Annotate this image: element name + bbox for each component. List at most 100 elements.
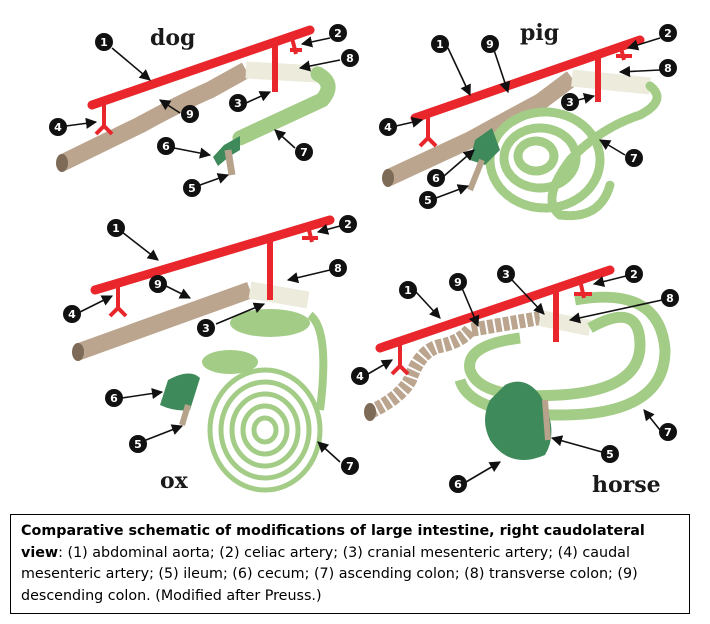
callout-circle	[625, 149, 643, 167]
callout-circle	[625, 265, 643, 283]
callout-badge-5: 5	[129, 435, 147, 453]
callout-badge-8: 8	[329, 259, 347, 277]
ileum	[179, 404, 191, 426]
callout-number: 1	[404, 284, 412, 297]
colon-opening	[382, 169, 394, 187]
callout-number: 8	[334, 262, 342, 275]
callout-circle	[129, 435, 147, 453]
callout-badge-4: 4	[379, 118, 397, 136]
callout-badge-5: 5	[601, 445, 619, 463]
cecum	[160, 373, 200, 411]
callout-circle	[183, 179, 201, 197]
panel-label-pig: pig	[520, 20, 559, 46]
callout-number: 6	[110, 392, 118, 405]
callout-circle	[427, 169, 445, 187]
callout-circle	[481, 35, 499, 53]
callout-badge-6: 6	[449, 475, 467, 493]
callout-badge-5: 5	[419, 191, 437, 209]
callout-badge-9: 9	[181, 105, 199, 123]
abdominal-aorta	[375, 265, 615, 353]
callout-badge-2: 2	[329, 24, 347, 42]
caudal-mesenteric-artery	[418, 114, 438, 148]
callout-number: 1	[436, 38, 444, 51]
callout-circle	[229, 94, 247, 112]
callout-badge-9: 9	[449, 273, 467, 291]
callout-badge-6: 6	[427, 169, 445, 187]
callout-number: 1	[100, 36, 108, 49]
ileum	[542, 399, 551, 441]
callout-number: 8	[666, 292, 674, 305]
colon-opening	[72, 343, 84, 361]
callout-circle	[95, 33, 113, 51]
panel-label-horse: horse	[592, 472, 661, 498]
caudal-mesenteric-artery	[390, 342, 410, 376]
colon-opening	[56, 154, 68, 172]
callout-badge-3: 3	[561, 93, 579, 111]
callout-badge-9: 9	[481, 35, 499, 53]
callout-number: 9	[186, 108, 194, 121]
callout-circle	[601, 445, 619, 463]
caption-heading: Comparative schematic of modifications o…	[21, 523, 645, 561]
callout-badge-2: 2	[659, 24, 677, 42]
callout-arrows	[65, 36, 663, 483]
callout-badge-7: 7	[659, 423, 677, 441]
callout-badge-7: 7	[625, 149, 643, 167]
callout-circle	[351, 367, 369, 385]
callout-number: 9	[154, 278, 162, 291]
panel-horse: horse	[364, 265, 671, 498]
callout-number: 3	[566, 96, 574, 109]
callout-circle	[197, 319, 215, 337]
abdominal-aorta	[410, 35, 645, 123]
transverse-colon	[245, 61, 319, 83]
callout-circle	[659, 59, 677, 77]
callout-circle	[181, 105, 199, 123]
callout-number: 2	[334, 27, 342, 40]
callout-number: 7	[300, 146, 308, 159]
callout-circle	[63, 305, 81, 323]
callout-circle	[329, 259, 347, 277]
callout-circle	[497, 265, 515, 283]
callout-circle	[107, 219, 125, 237]
callout-number: 7	[630, 152, 638, 165]
callout-circle	[561, 93, 579, 111]
caudal-mesenteric-artery	[108, 284, 128, 318]
callout-circle	[295, 143, 313, 161]
celiac-artery	[290, 37, 302, 55]
callout-circle	[419, 191, 437, 209]
callout-number: 2	[630, 268, 638, 281]
cecum	[470, 128, 500, 165]
cecum	[485, 381, 552, 460]
panel-label-dog: dog	[150, 25, 195, 51]
callout-number: 5	[188, 182, 196, 195]
callout-badge-1: 1	[95, 33, 113, 51]
ascending-colon	[485, 81, 662, 221]
caudal-mesenteric-artery	[94, 102, 114, 136]
callout-badge-8: 8	[661, 289, 679, 307]
colon-opening	[364, 403, 376, 421]
callout-number: 5	[606, 448, 614, 461]
callout-circle	[399, 281, 417, 299]
callout-badge-9: 9	[149, 275, 167, 293]
callout-badge-3: 3	[197, 319, 215, 337]
callout-circle	[659, 24, 677, 42]
descending-colon	[75, 282, 253, 360]
callout-circle	[449, 273, 467, 291]
callout-number: 5	[134, 438, 142, 451]
ascending-colon	[232, 66, 336, 146]
callout-badge-4: 4	[49, 118, 67, 136]
callout-number: 6	[432, 172, 440, 185]
panel-label-ox: ox	[160, 468, 189, 494]
callout-badge-6: 6	[157, 137, 175, 155]
callout-number: 3	[234, 97, 242, 110]
panel-ox: ox	[72, 215, 335, 494]
transverse-colon	[248, 281, 310, 309]
figure-caption: Comparative schematic of modifications o…	[10, 514, 690, 614]
callout-number: 5	[424, 194, 432, 207]
ileum	[224, 149, 236, 176]
anatomy-figure: dog pig	[49, 20, 679, 498]
callout-number: 7	[346, 460, 354, 473]
celiac-artery	[616, 43, 632, 61]
callout-number: 4	[54, 121, 62, 134]
callout-number: 3	[202, 322, 210, 335]
